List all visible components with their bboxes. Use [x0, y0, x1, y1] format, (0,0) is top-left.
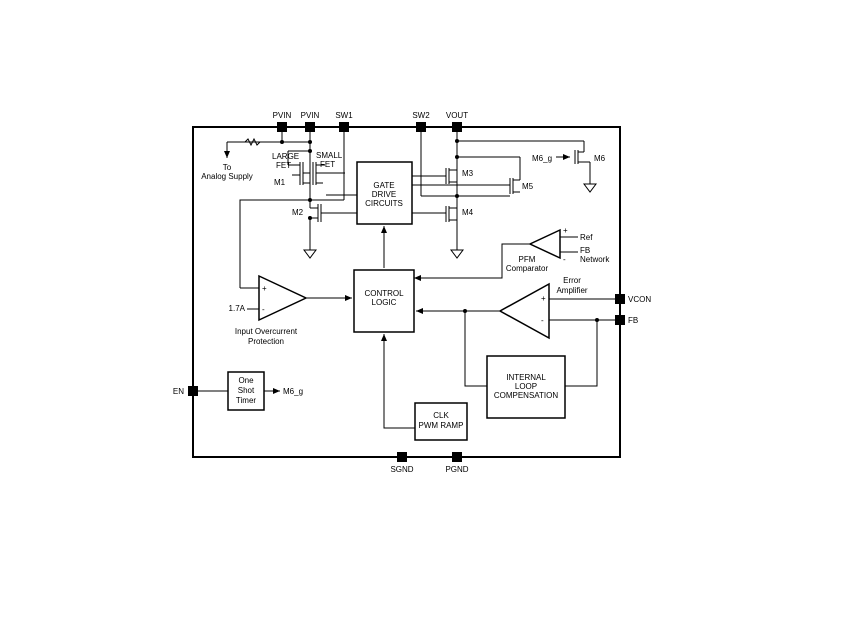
svg-text:SGND: SGND — [390, 465, 413, 474]
svg-text:Shot: Shot — [238, 386, 255, 395]
svg-text:INTERNAL: INTERNAL — [506, 373, 546, 382]
svg-text:Protection: Protection — [248, 337, 284, 346]
svg-text:LOOP: LOOP — [515, 382, 537, 391]
transistor-m4: M4 — [412, 206, 474, 259]
svg-text:SMALL: SMALL — [316, 151, 343, 160]
pin-vout: VOUT — [446, 111, 468, 132]
svg-text:PWM RAMP: PWM RAMP — [419, 421, 464, 430]
svg-text:SW2: SW2 — [412, 111, 430, 120]
transistor-m5: M5 — [412, 178, 534, 194]
svg-text:SW1: SW1 — [335, 111, 353, 120]
svg-text:M5: M5 — [522, 182, 534, 191]
pin-pgnd: PGND — [445, 452, 469, 474]
transistor-m6: M6_g M6 — [532, 150, 606, 193]
svg-text:M2: M2 — [292, 208, 304, 217]
svg-text:M6_g: M6_g — [532, 154, 552, 163]
svg-text:1.7A: 1.7A — [229, 304, 246, 313]
svg-text:M6: M6 — [594, 154, 606, 163]
svg-text:FB: FB — [628, 316, 638, 325]
svg-text:Timer: Timer — [236, 396, 256, 405]
pin-pvin-1: PVIN — [273, 111, 292, 132]
svg-text:+: + — [563, 226, 568, 235]
loop-compensation-block: INTERNAL LOOP COMPENSATION — [464, 311, 598, 419]
svg-text:PGND: PGND — [445, 465, 468, 474]
svg-text:PVIN: PVIN — [273, 111, 292, 120]
svg-text:Ref: Ref — [580, 233, 593, 242]
svg-text:Comparator: Comparator — [506, 264, 549, 273]
svg-text:GATE: GATE — [373, 181, 394, 190]
ocp-comparator: + - 1.7A Input Overcurrent Protection — [229, 274, 352, 346]
svg-text:Input Overcurrent: Input Overcurrent — [235, 327, 298, 336]
svg-text:FET: FET — [320, 160, 335, 169]
svg-text:DRIVE: DRIVE — [372, 190, 396, 199]
svg-text:PFM: PFM — [519, 255, 536, 264]
pin-pvin-2: PVIN — [301, 111, 320, 132]
svg-text:Error: Error — [563, 276, 581, 285]
svg-text:CIRCUITS: CIRCUITS — [365, 199, 403, 208]
to-analog-label-2: Analog Supply — [201, 172, 253, 181]
sw2-vout-network — [420, 132, 585, 250]
svg-text:Amplifier: Amplifier — [556, 286, 587, 295]
pin-en: EN — [173, 386, 198, 396]
svg-text:VCON: VCON — [628, 295, 651, 304]
svg-text:M6_g: M6_g — [283, 387, 303, 396]
svg-text:CLK: CLK — [433, 411, 449, 420]
pin-sgnd: SGND — [390, 452, 414, 474]
svg-text:LOGIC: LOGIC — [372, 298, 397, 307]
svg-text:FB: FB — [580, 246, 590, 255]
svg-text:EN: EN — [173, 387, 184, 396]
to-analog-label: To — [223, 163, 232, 172]
sw1-node — [239, 132, 358, 288]
svg-text:+: + — [541, 294, 546, 303]
pvin-network: To Analog Supply — [201, 132, 312, 200]
svg-text:M4: M4 — [462, 208, 474, 217]
transistor-m2: M2 — [292, 200, 358, 259]
control-logic-block: CONTROL LOGIC — [353, 269, 415, 333]
svg-text:COMPENSATION: COMPENSATION — [494, 391, 559, 400]
clk-pwm-ramp-block: CLK PWM RAMP — [381, 334, 468, 441]
transistor-m3: M3 — [412, 168, 474, 184]
svg-text:PVIN: PVIN — [301, 111, 320, 120]
svg-text:One: One — [238, 376, 254, 385]
svg-text:-: - — [262, 305, 265, 314]
gate-drive-block: GATE DRIVE CIRCUITS — [356, 161, 413, 225]
svg-text:+: + — [262, 284, 267, 293]
svg-text:-: - — [541, 316, 544, 325]
svg-text:FET: FET — [276, 161, 291, 170]
transistor-m1: LARGE FET SMALL FET M1 — [272, 150, 345, 187]
svg-text:Network: Network — [580, 255, 610, 264]
pin-vcon: VCON — [615, 294, 651, 304]
svg-text:VOUT: VOUT — [446, 111, 468, 120]
one-shot-timer-block: One Shot Timer M6_g — [198, 371, 303, 411]
pfm-comparator: + - Ref FB Network PFM Comparator — [414, 226, 610, 281]
pin-sw1: SW1 — [335, 111, 353, 132]
error-amplifier: + - Error Amplifier — [416, 276, 620, 340]
pin-sw2: SW2 — [412, 111, 430, 132]
svg-text:-: - — [563, 255, 566, 264]
svg-text:M1: M1 — [274, 178, 286, 187]
svg-text:M3: M3 — [462, 169, 474, 178]
svg-text:CONTROL: CONTROL — [364, 289, 404, 298]
svg-text:LARGE: LARGE — [272, 152, 299, 161]
